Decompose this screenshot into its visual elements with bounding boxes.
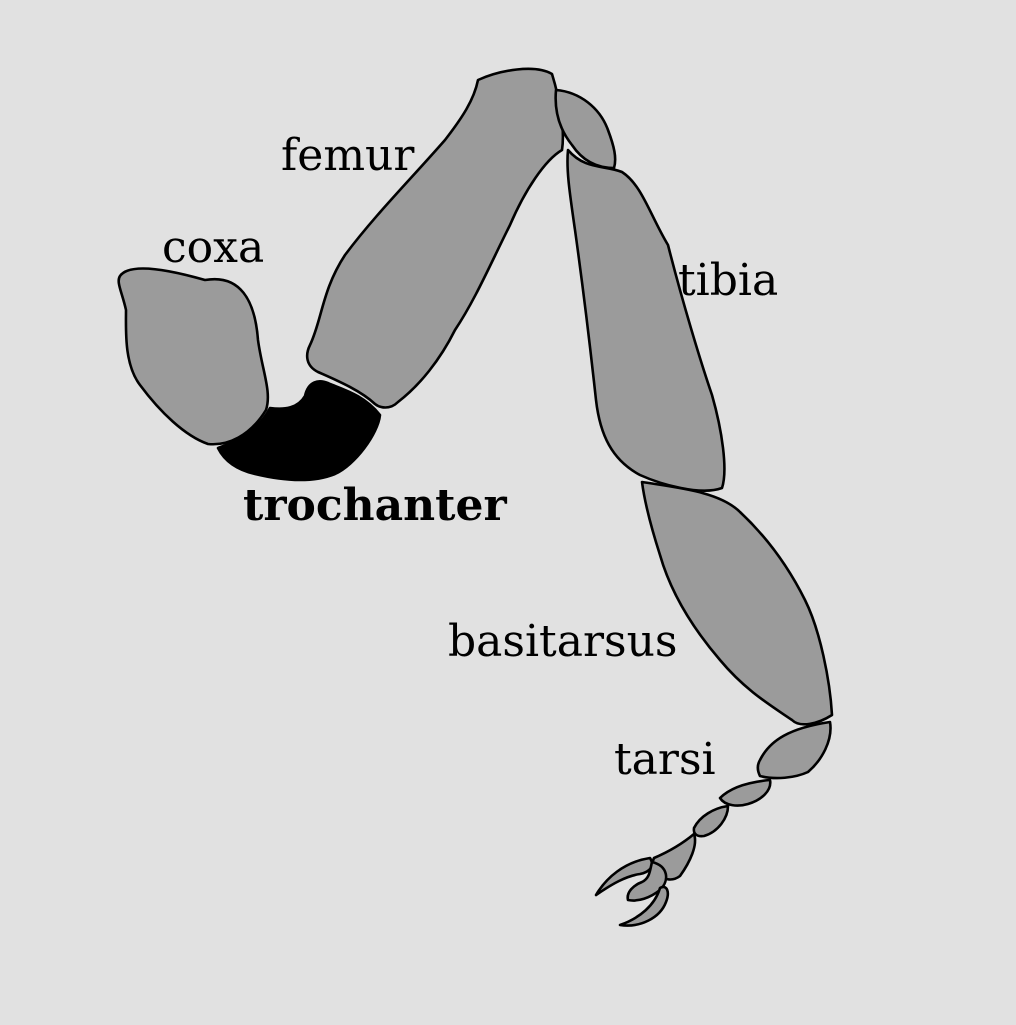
coxa-segment	[117, 267, 270, 446]
trochanter-label: trochanter	[243, 480, 507, 531]
tibia-segment	[566, 148, 726, 492]
tarsi-label: tarsi	[614, 734, 716, 785]
tarsus-segment-2	[718, 778, 772, 807]
tarsus-segment-3	[692, 804, 730, 838]
basitarsus-segment	[640, 480, 834, 726]
claw-middle	[626, 860, 668, 902]
coxa-label: coxa	[162, 222, 264, 273]
tibia-label: tibia	[678, 255, 778, 306]
claw-lower	[618, 885, 670, 927]
basitarsus-label: basitarsus	[448, 616, 678, 667]
femur-label: femur	[281, 130, 415, 181]
patella-segment	[554, 88, 617, 170]
femur-segment	[305, 67, 565, 409]
tarsus-segment-1	[756, 720, 832, 780]
trochanter-segment	[216, 380, 382, 482]
